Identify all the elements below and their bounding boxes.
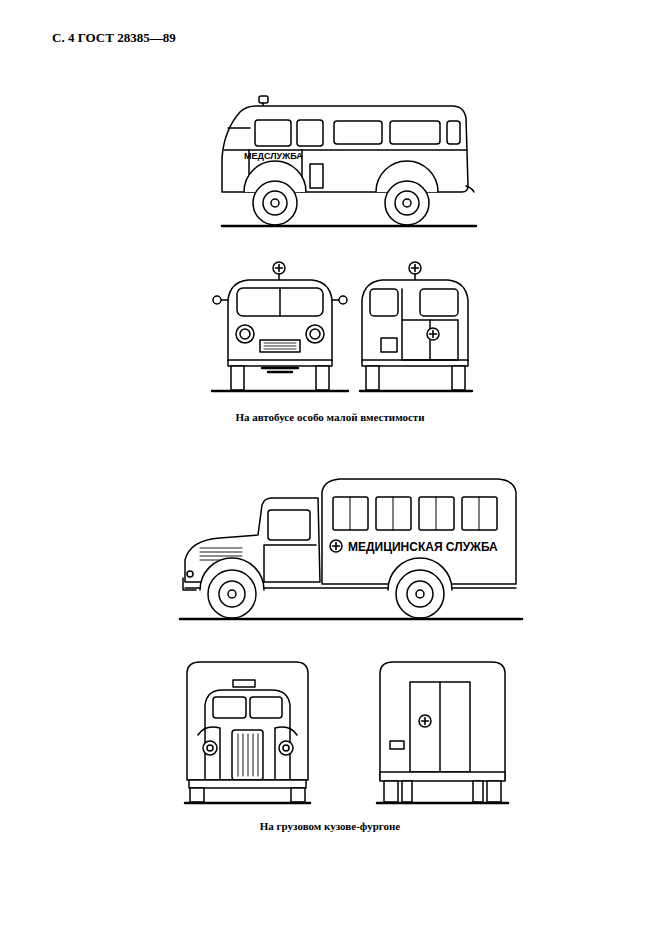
truck-rear-view [377, 662, 508, 803]
page-header: С. 4 ГОСТ 28385—89 [52, 30, 176, 46]
figure-caption: На грузовом кузове-фургоне [260, 820, 400, 832]
bus-side-view [222, 96, 476, 226]
bus-front-view [212, 262, 348, 391]
truck-front-view [185, 662, 310, 803]
vehicle-inscription: МЕДСЛУЖБА [244, 151, 303, 161]
vehicle-inscription: МЕДИЦИНСКАЯ СЛУЖБА [348, 540, 498, 554]
figure-caption: На автобусе особо малой вместимости [235, 411, 424, 423]
truck-side-view [180, 479, 522, 619]
bus-rear-view [360, 262, 472, 391]
